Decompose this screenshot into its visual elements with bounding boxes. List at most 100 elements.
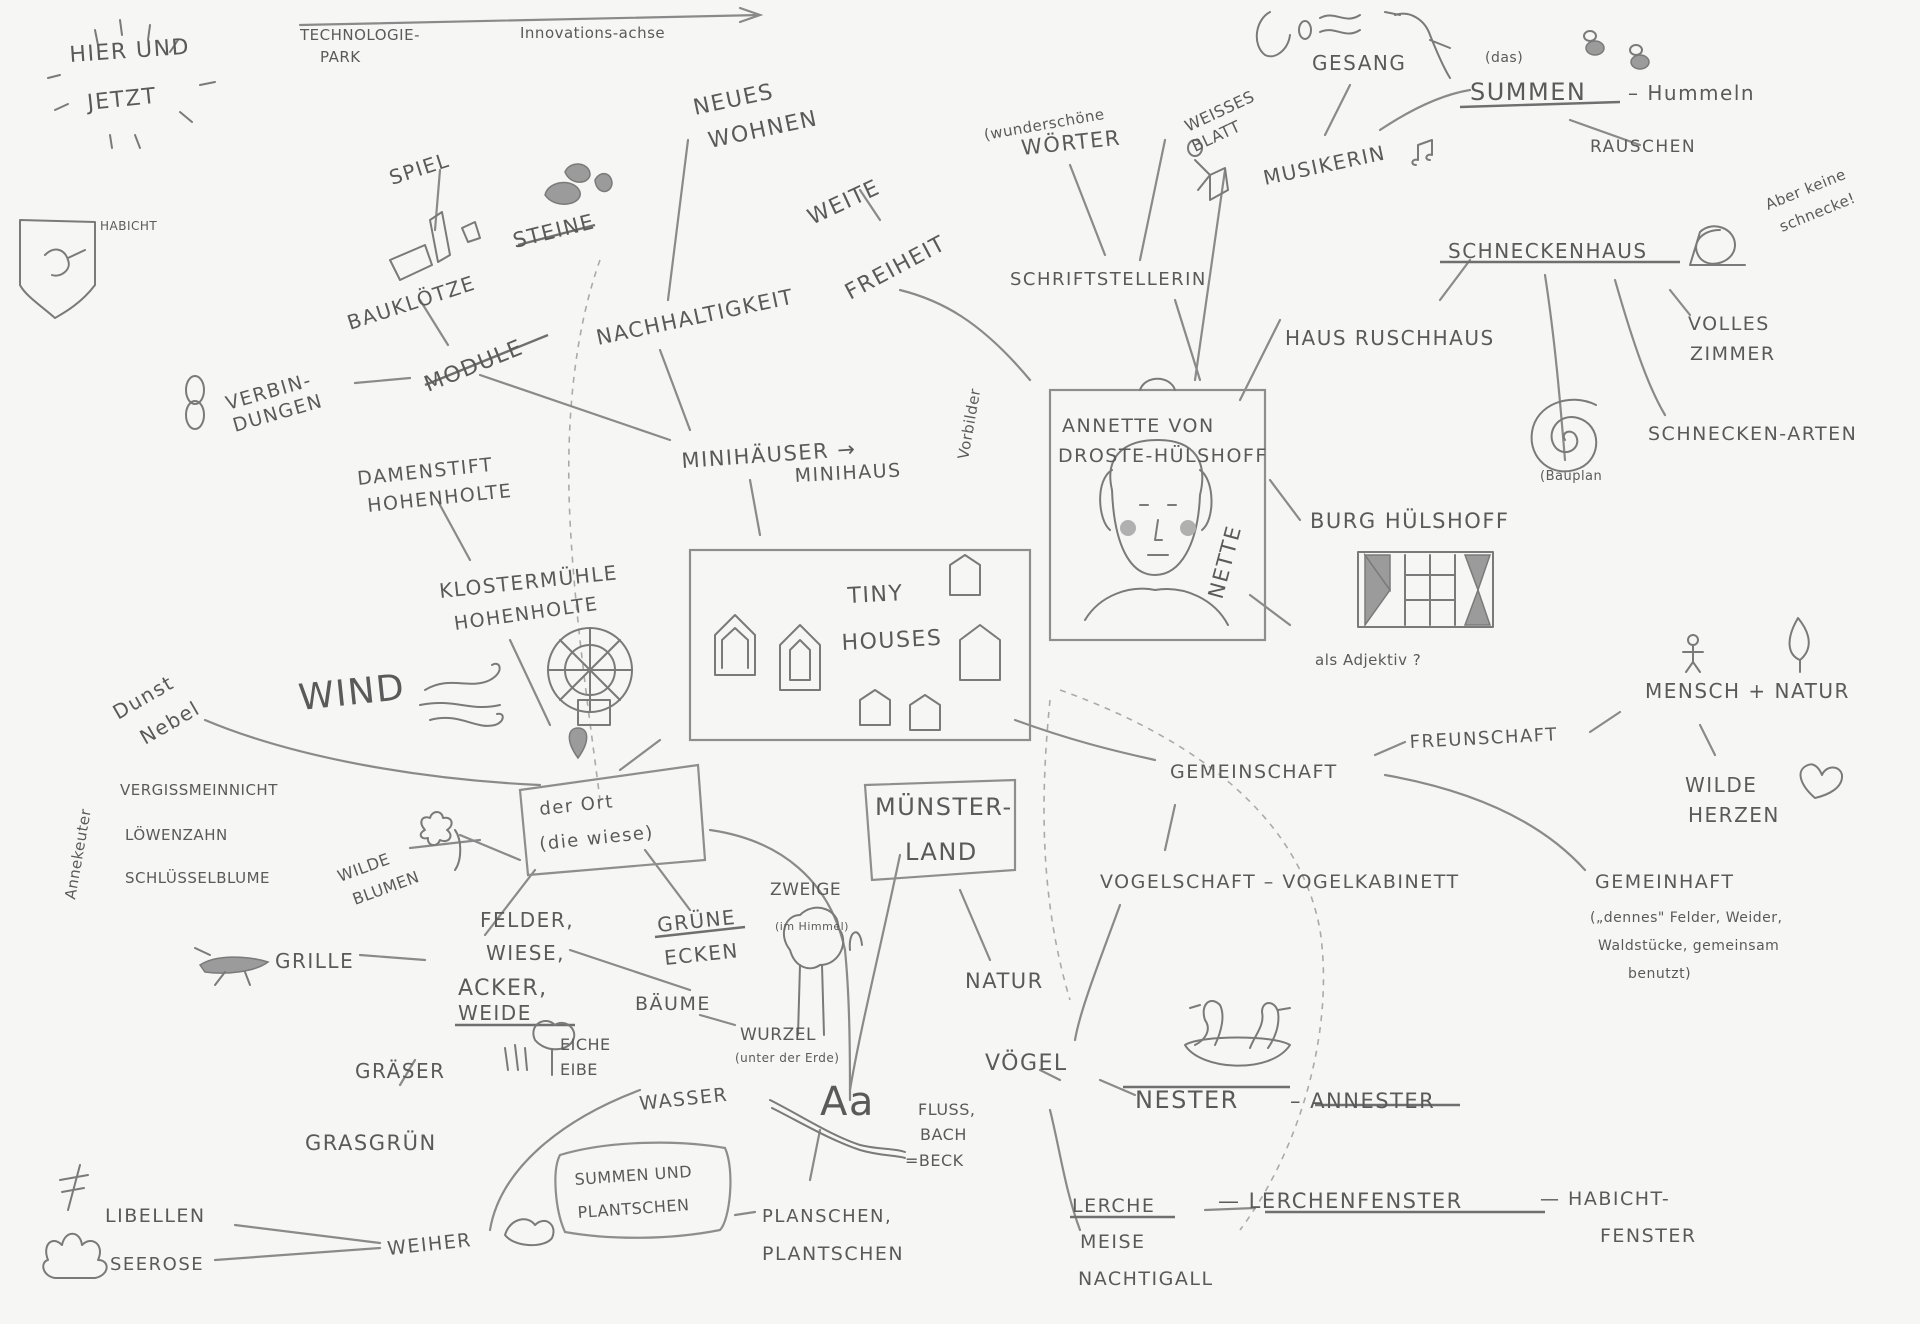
label-munster: MÜNSTER- [875,792,1013,821]
label-die-wiese: (die wiese) [538,822,655,855]
cricket-icon [194,947,270,986]
label-vogel: VÖGEL [985,1050,1068,1076]
label-freiheit: FREIHEIT [841,231,950,305]
person-icon [1682,634,1704,673]
singer-icon [1255,11,1361,58]
label-gemeinhaft-d2: Waldstücke, gemeinsam [1598,938,1779,954]
label-felder: FELDER, [480,908,574,932]
trees-icon [782,906,863,1036]
label-innovations: Innovations-achse [520,24,665,42]
label-gemeinhaft: GEMEINHAFT [1595,871,1734,893]
bird-icon [1384,11,1451,79]
label-das: (das) [1485,50,1523,66]
label-seerose: SEEROSE [110,1254,204,1275]
label-lerche: LERCHE [1072,1195,1155,1217]
stones-icon [544,163,613,205]
label-hier-und: HIER UND [69,35,191,68]
label-ecken: ECKEN [663,938,740,970]
label-grasgrun: GRASGRÜN [305,1130,437,1155]
label-gemeinhaft-d3: benutzt) [1628,966,1691,982]
label-weite: WEITE [804,175,884,230]
label-unter-erde: (unter der Erde) [735,1051,839,1065]
label-nette: NETTE [1204,523,1247,602]
label-grune: GRÜNE [656,905,737,937]
label-baume: BÄUME [635,992,711,1015]
label-schneckenhaus: SCHNECKENHAUS [1448,239,1648,263]
label-habicht-fenster-1: — HABICHT- [1540,1188,1670,1210]
label-graser: GRÄSER [355,1059,446,1083]
bird-nest-icon [1184,1000,1291,1067]
label-gesang: GESANG [1312,51,1406,75]
label-tiny: TINY [846,581,904,609]
label-schnecken-arten: SCHNECKEN-ARTEN [1648,423,1857,445]
label-gemeinhaft-d1: („dennes" Felder, Weider, [1590,910,1782,926]
leaf-icon [1788,617,1810,673]
label-fluss: FLUSS, [918,1100,975,1119]
label-bauklotze: BAUKLÖTZE [344,271,478,335]
label-planschen: PLANSCHEN, [762,1206,892,1227]
label-gemeinschaft: GEMEINSCHAFT [1170,761,1338,783]
label-rauschen: RAUSCHEN [1590,137,1696,157]
spiral-icon [1530,398,1598,473]
label-hummeln: – Hummeln [1628,81,1755,105]
label-im-himmel: (im Himmel) [775,920,849,933]
label-schlussel: SCHLÜSSELBLUME [125,868,270,887]
label-spiel: SPIEL [386,148,452,190]
label-weide: WEIDE [458,1001,532,1025]
boxes [518,388,1267,1239]
label-land: LAND [905,838,978,866]
dashed-region-outlines [567,259,1325,1231]
label-minihaus: MINIHAUS [794,459,902,487]
castle-icon [1357,551,1494,628]
label-schriftstellerin: SCHRIFTSTELLERIN [1010,269,1207,290]
label-eibe: EIBE [560,1060,598,1079]
heart-icon [1799,763,1844,799]
label-neues: NEUES [691,79,776,120]
label-lowen: LÖWENZAHN [125,825,228,844]
flower-icon [419,811,462,871]
label-herzen: HERZEN [1688,803,1780,827]
label-der-ort: der Ort [538,791,615,820]
label-acker: ACKER, [458,976,548,1001]
label-bauplan: (Bauplan [1540,469,1602,484]
label-weiher: WEIHER [386,1229,473,1260]
sun-rays-icon [47,19,216,149]
label-grille: GRILLE [275,949,354,973]
label-beck: =BECK [905,1151,964,1170]
label-haus-ruschhaus: HAUS RUSCHHAUS [1285,326,1495,350]
label-droste: DROSTE-HÜLSHOFF [1058,444,1268,467]
location-pin-icon [568,727,588,760]
label-volles: VOLLES [1688,313,1770,335]
label-meise: MEISE [1080,1231,1146,1253]
label-adjektiv: als Adjektiv ? [1315,651,1421,669]
bee-icon [1583,30,1650,70]
label-libellen: LIBELLEN [105,1205,206,1227]
music-note-icon [1411,139,1433,166]
label-bach: BACH [920,1125,967,1144]
mill-wheel-icon [547,627,633,726]
label-vogelschaft: VOGELSCHAFT – VOGELKABINETT [1100,871,1460,893]
label-summen: SUMMEN [1470,78,1586,106]
sketches [19,11,1844,1279]
label-nachhaltigkeit: NACHHALTIGKEIT [594,285,796,350]
building-blocks-icon [389,211,481,281]
label-vergiss: VERGISSMEINNICHT [120,781,278,799]
label-natur: NATUR [965,969,1044,993]
label-nester: NESTER [1135,1086,1239,1114]
label-annester: – ANNESTER [1290,1089,1435,1113]
label-vorbilder: Vorbilder [954,387,984,461]
connector-lines [203,6,1717,1262]
label-zweige: ZWEIGE [770,880,841,900]
label-technologie: TECHNOLOGIE- [299,26,420,44]
label-annekeuter: Annekeuter [61,807,95,901]
label-habicht-fenster-2: FENSTER [1600,1225,1697,1247]
river-icon [769,1099,906,1159]
label-park: PARK [320,48,361,66]
label-jetzt: JETZT [84,84,158,116]
annette-portrait-icon [1084,377,1229,626]
dragonfly-icon [59,1164,89,1211]
label-wurzel: WURZEL [740,1025,816,1045]
label-habicht-small: HABICHT [100,219,157,233]
water-lily-icon [42,1232,108,1279]
underlines [424,100,1680,1219]
